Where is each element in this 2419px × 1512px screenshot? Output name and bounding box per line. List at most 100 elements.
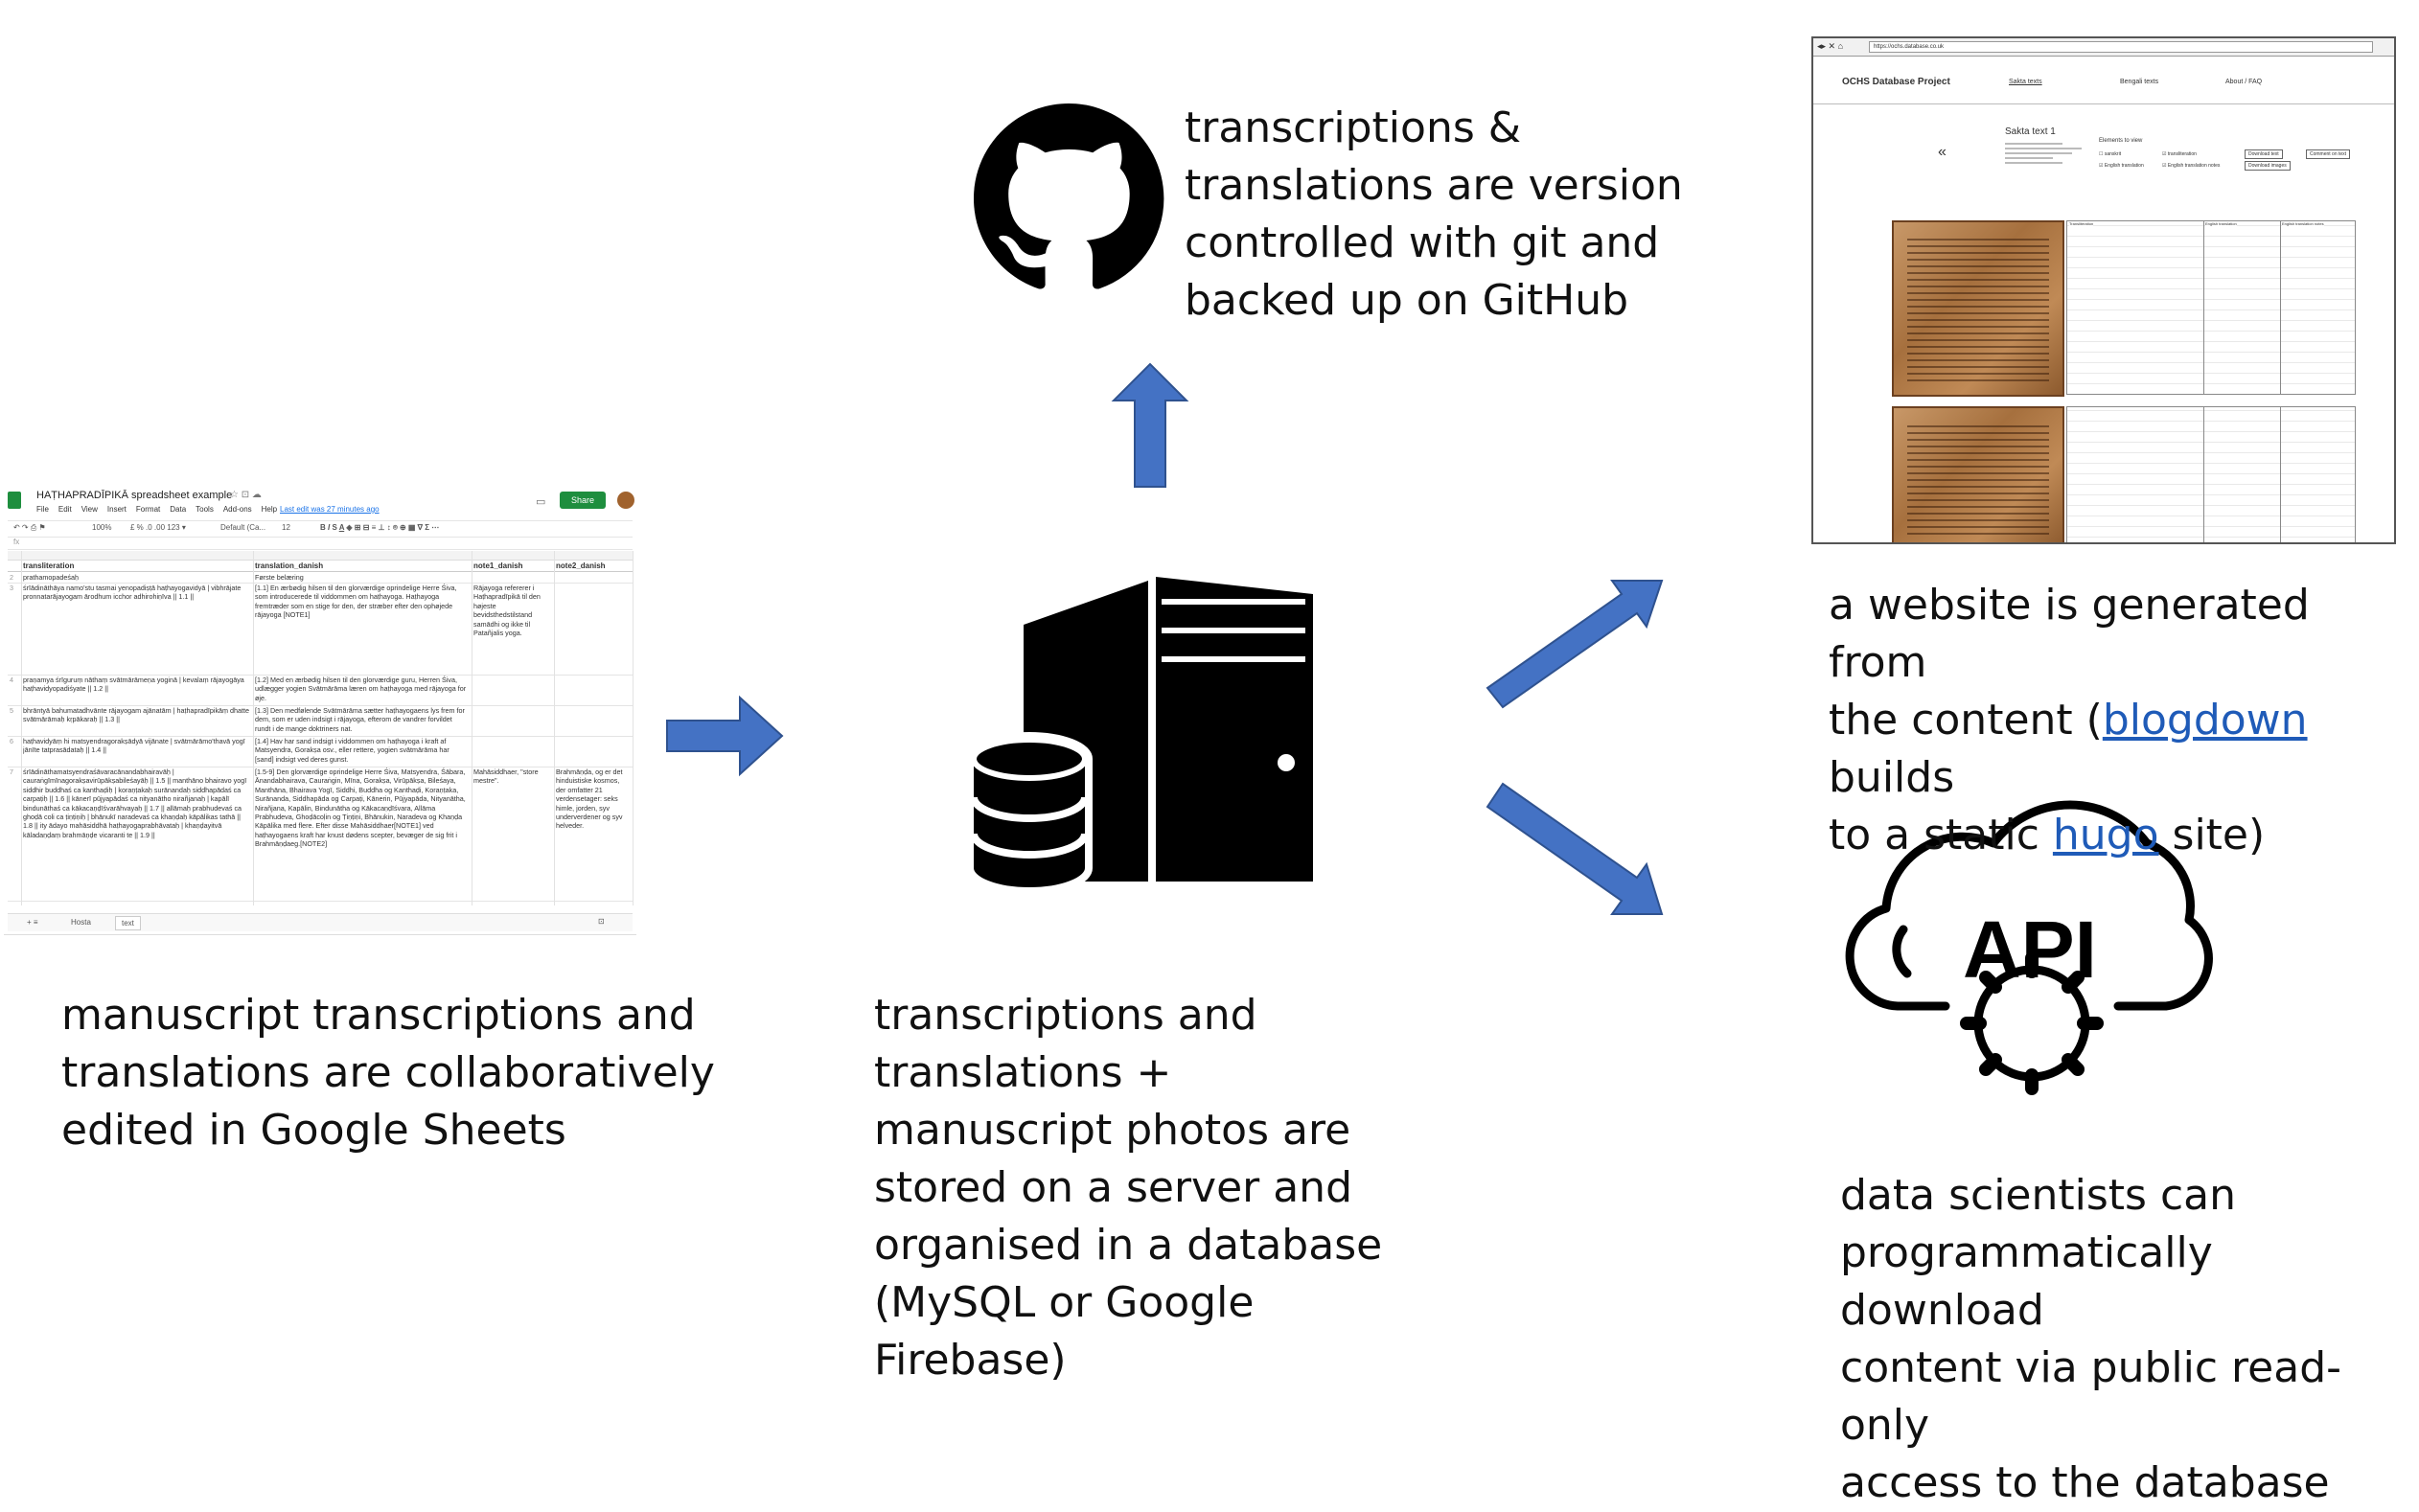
column-letters	[8, 551, 633, 561]
sheet-tab-text[interactable]: text	[115, 916, 141, 930]
table-header-translit: Transliteration	[2069, 221, 2094, 226]
column-header[interactable]: note2_danish	[556, 561, 606, 570]
arrow-sheets-to-server	[666, 695, 784, 777]
site-header: OCHS Database Project Sakta texts Bengal…	[1813, 56, 2394, 104]
nav-bengali[interactable]: Bengali texts	[2120, 79, 2159, 85]
sheet-menu-item[interactable]: Add-ons	[222, 505, 252, 514]
table-cell[interactable]: [1.3] Den medfølende Svātmārāma sætter h…	[255, 706, 465, 733]
table-cell[interactable]: [1.4] Hav har sand indsigt i viddommen o…	[255, 737, 449, 764]
sheet-menu-item[interactable]: Format	[135, 505, 161, 514]
table-cell[interactable]: haṭhavidyāṃ hi matsyendragorakṣādyā vijā…	[23, 737, 245, 755]
sheet-menu-item[interactable]: Insert	[106, 505, 127, 514]
caption-website: a website is generated from the content …	[1829, 577, 2419, 864]
caption-server-line: organised in a database	[874, 1221, 1383, 1270]
sheet-menu-item[interactable]: Tools	[196, 505, 214, 514]
bold-icon[interactable]: B I S A ◈ ⊞ ⊟ ≡ ⊥ ↕ ⌾ ⊕ ▦ ∇ Σ ⋯	[320, 523, 440, 532]
manuscript-image-1[interactable]	[1892, 220, 2064, 397]
api-cloud-icon	[1845, 800, 2213, 1095]
avatar[interactable]	[617, 492, 634, 509]
site-title[interactable]: OCHS Database Project	[1842, 77, 1950, 87]
caption-github-line: translations are version	[1185, 161, 1683, 210]
font-size-select[interactable]: 12	[282, 523, 290, 532]
table-header-notes: English translation notes	[2282, 221, 2324, 226]
checkbox-sanskrit[interactable]: ☐ sanskrit	[2099, 151, 2122, 157]
undo-icon[interactable]: ↶ ↷ ⎙ ⚑	[13, 523, 46, 532]
table-cell[interactable]: śrīādināthamatsyendraśāvaracānandabhaira…	[23, 767, 247, 839]
hugo-link[interactable]: hugo	[2052, 811, 2159, 859]
sheet-doc-title[interactable]: HAṬHAPRADĪPIKĀ spreadsheet example	[36, 490, 233, 501]
checkbox-transliteration[interactable]: ☑ transliteration	[2162, 151, 2197, 157]
row-number: 3	[10, 584, 13, 592]
sheet-grid: transliteration translation_danish note1_d…	[8, 551, 634, 905]
caption-api-line: content via public read-only	[1840, 1343, 2341, 1450]
last-edit-link[interactable]: Last edit was 27 minutes ago	[280, 505, 380, 514]
column-header[interactable]: note1_danish	[473, 561, 523, 570]
table-cell[interactable]: [1.5-9] Den glorværdige oprindelige Herr…	[255, 767, 466, 849]
table-cell[interactable]: Brahmāṇḍa, og er det hinduistiske kosmos…	[556, 767, 623, 831]
comment-icon[interactable]: ▭	[536, 496, 546, 508]
back-forward-icon[interactable]: ◂▸ ✕ ⌂	[1817, 41, 1844, 51]
table-cell[interactable]: bhrāntyā bahumatadhvānte rājayogam ajāna…	[23, 706, 249, 724]
table-cell[interactable]: Første belæring	[255, 573, 304, 582]
star-icon[interactable]: ☆ ⊡ ☁	[230, 490, 262, 500]
table-cell[interactable]: praṇamya śrīguruṃ nāthaṃ svātmārāmeṇa yo…	[23, 676, 244, 694]
nav-about[interactable]: About / FAQ	[2225, 79, 2263, 85]
server-database-icon	[966, 577, 1313, 895]
font-select[interactable]: Default (Ca...	[220, 523, 266, 532]
caption-website-line: a website is generated from	[1829, 581, 2310, 687]
column-header[interactable]: transliteration	[23, 561, 75, 570]
sheet-tab-hosta[interactable]: Hosta	[71, 918, 91, 927]
format-icon[interactable]: £ % .0 .00 123 ▾	[130, 523, 186, 532]
arrow-server-to-website	[1486, 580, 1664, 709]
download-images-button[interactable]: Download images	[2245, 161, 2291, 171]
caption-api-line: data scientists can	[1840, 1171, 2236, 1220]
caption-server-line: transcriptions and	[874, 991, 1257, 1040]
sheet-menu-item[interactable]: File	[36, 505, 49, 514]
row-number: 4	[10, 676, 13, 684]
caption-github-line: controlled with git and	[1185, 218, 1660, 267]
share-button[interactable]: Share	[560, 492, 606, 509]
formula-bar[interactable]: fx	[8, 538, 633, 550]
row-number: 5	[10, 706, 13, 715]
caption-github: transcriptions & translations are versio…	[1185, 100, 1683, 330]
row-number: 7	[10, 767, 13, 776]
checkbox-english[interactable]: ☑ English translation	[2099, 163, 2144, 169]
site-text-table-1: Transliteration English translation Engl…	[2066, 220, 2356, 395]
table-cell[interactable]: Mahāsiddhaer, "store mestre".	[473, 767, 539, 786]
caption-server-line: (MySQL or Google	[874, 1278, 1255, 1327]
explore-icon[interactable]: ⊡	[598, 917, 605, 926]
row-number: 2	[10, 573, 13, 582]
column-header[interactable]: translation_danish	[255, 561, 324, 570]
caption-website-line: to a static hugo site)	[1829, 811, 2266, 859]
sheet-tab-bar: + ≡ Hosta text ⊡	[8, 913, 633, 931]
back-chevron-icon[interactable]: «	[1938, 144, 1947, 160]
address-bar[interactable]: https://ochs.database.co.uk	[1869, 41, 2373, 53]
table-row: 4 praṇamya śrīguruṃ nāthaṃ svātmārāmeṇa y…	[8, 675, 633, 706]
table-cell[interactable]: Rājayoga refererer i Haṭhapradīpikā til …	[473, 584, 541, 638]
table-row: 7 śrīādināthamatsyendraśāvaracānandabhair…	[8, 767, 633, 902]
sheet-menu-item[interactable]: Help	[261, 505, 278, 514]
zoom-select[interactable]: 100%	[92, 523, 112, 532]
sheet-menu-item[interactable]: Data	[170, 505, 187, 514]
checkbox-notes[interactable]: ☑ English translation notes	[2162, 163, 2221, 169]
comment-button[interactable]: Comment on text	[2306, 149, 2351, 159]
download-text-button[interactable]: Download text	[2245, 149, 2283, 159]
caption-server-line: manuscript photos are	[874, 1106, 1351, 1155]
table-cell[interactable]: śrīādināthāya namo'stu tasmai yenopadiṣṭ…	[23, 584, 242, 602]
site-text-table-2	[2066, 406, 2356, 542]
spreadsheet-screenshot: HAṬHAPRADĪPIKĀ spreadsheet example ☆ ⊡ ☁…	[4, 484, 636, 935]
sheet-menu-item[interactable]: Edit	[58, 505, 72, 514]
table-cell[interactable]: [1.2] Med en ærbødig hilsen til den glor…	[255, 676, 467, 702]
table-cell[interactable]: [1.1] En ærbødig hilsen til den glorværd…	[255, 584, 457, 620]
blogdown-link[interactable]: blogdown	[2102, 696, 2308, 745]
caption-github-line: transcriptions &	[1185, 103, 1522, 152]
add-sheet-icon[interactable]: + ≡	[27, 918, 38, 927]
manuscript-image-2[interactable]	[1892, 406, 2064, 542]
table-cell[interactable]: prathamopadeśaḥ	[23, 573, 79, 582]
table-row: 5 bhrāntyā bahumatadhvānte rājayogam ajān…	[8, 705, 633, 737]
arrow-server-to-api	[1486, 782, 1664, 915]
sheet-menu-item[interactable]: View	[81, 505, 98, 514]
site-page-title: Sakta text 1	[2005, 126, 2056, 137]
row-number: 6	[10, 737, 13, 745]
nav-sakta[interactable]: Sakta texts	[2009, 79, 2042, 85]
